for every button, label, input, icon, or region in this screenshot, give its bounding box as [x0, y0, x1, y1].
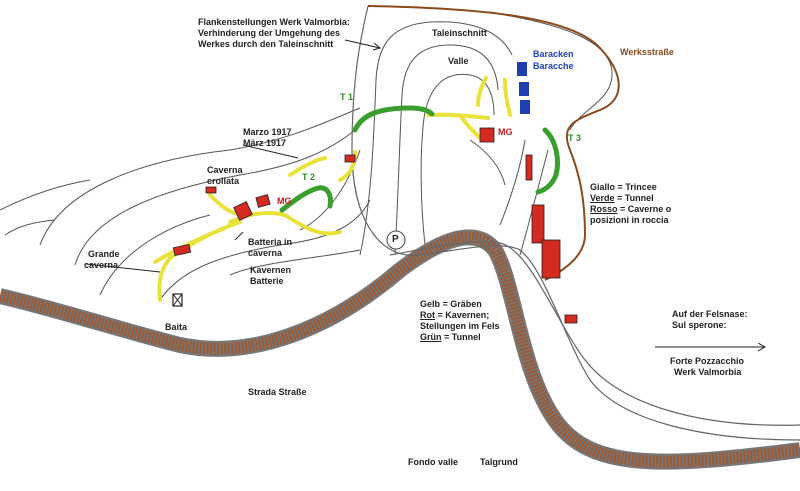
label-batteria-2: caverna — [248, 248, 283, 258]
legend-it-rosso: Rosso = Caverne o — [590, 204, 672, 214]
contour-line — [159, 199, 371, 301]
werksstrasse-road — [367, 5, 620, 281]
tunnel-t1 — [352, 105, 435, 133]
label-t3: T 3 — [568, 133, 582, 143]
title-line-1: Flankenstellungen Werk Valmorbia: — [198, 17, 350, 27]
label-werksstrasse: Werksstraße — [620, 47, 674, 57]
barracks — [519, 82, 529, 96]
contour-line — [99, 214, 211, 296]
spur-line-4: Werk Valmorbia — [674, 367, 742, 377]
contour-line — [519, 149, 549, 256]
tunnel-t3 — [535, 127, 561, 195]
trench — [153, 226, 227, 264]
label-strada: Strada Straße — [248, 387, 307, 397]
label-talgrund: Talgrund — [480, 457, 518, 467]
legend-de-gelb: Gelb = Gräben — [420, 299, 482, 309]
label-grande-caverna-1: Grande — [88, 249, 120, 259]
main-road — [0, 231, 800, 468]
cavern — [255, 194, 271, 208]
marzo-leader — [242, 144, 299, 159]
grande-leader — [85, 263, 161, 273]
label-kavernen-2: Batterie — [250, 276, 284, 286]
label-caverna-crollata-1: Caverna — [207, 165, 243, 175]
legend-de-rot: Rot = Kavernen; — [420, 310, 490, 320]
barracks — [520, 100, 530, 114]
contour-line — [39, 107, 361, 246]
cavern — [205, 186, 217, 194]
title-arrow — [344, 39, 381, 49]
contour-line — [359, 21, 513, 256]
cavern — [233, 201, 253, 221]
label-fondo-valle: Fondo valle — [408, 457, 459, 467]
trench — [208, 193, 240, 216]
cavern — [479, 127, 495, 143]
batteria-leader — [234, 231, 244, 241]
title-line-2: Verhinderung der Umgehung des — [198, 28, 341, 38]
label-baita: Baita — [165, 322, 188, 332]
contour-line — [420, 73, 495, 246]
label-grande-caverna-2: caverna — [84, 260, 119, 270]
label-mg-left: MG — [277, 196, 292, 206]
contour-line — [299, 149, 361, 231]
spur-line-2: Sul sperone: — [672, 320, 727, 330]
spur-line-3: Forte Pozzacchio — [670, 356, 745, 366]
label-marzo: Marzo 1917 — [243, 127, 292, 137]
legend-de-rot-2: Stellungen im Fels — [420, 321, 500, 331]
label-baracken: Baracken — [533, 49, 574, 59]
trench — [157, 220, 242, 302]
label-t1: T 1 — [340, 92, 354, 102]
label-kavernen-1: Kavernen — [250, 265, 292, 275]
cavern — [172, 243, 192, 257]
label-mg-right: MG — [498, 127, 513, 137]
cavern — [344, 154, 356, 163]
contour-line — [229, 249, 361, 276]
contour-line — [394, 44, 499, 256]
cavern — [564, 314, 578, 324]
contour-line — [4, 219, 56, 236]
tunnel-t2 — [279, 185, 333, 213]
contour-line — [499, 139, 526, 226]
contour-line — [469, 139, 506, 186]
trench — [426, 112, 490, 120]
label-valle: Valle — [448, 56, 469, 66]
contour-line — [74, 129, 356, 266]
label-maerz: März 1917 — [243, 138, 287, 148]
label-batteria-1: Batteria in — [248, 237, 293, 247]
title-line-3: Werkes durch den Taleinschnitt — [198, 39, 334, 49]
legend-de-gruen: Grün = Tunnel — [420, 332, 481, 342]
legend-it-verde: Verde = Tunnel — [590, 193, 654, 203]
legend-it-giallo: Giallo = Trincee — [590, 182, 657, 192]
cavern — [525, 154, 533, 181]
barracks — [517, 62, 527, 76]
trench — [476, 76, 488, 107]
cavern — [531, 204, 545, 244]
trench — [503, 78, 512, 117]
label-caverna-crollata-2: crollata — [207, 176, 240, 186]
parking-symbol — [386, 230, 406, 250]
contour-line — [504, 14, 613, 131]
cavern — [541, 239, 561, 279]
label-taleinschnitt: Taleinschnitt — [432, 28, 487, 38]
contour-line — [0, 179, 91, 211]
legend-it-rosso-2: posizioni in roccia — [590, 215, 669, 225]
label-baracche: Baracche — [533, 61, 574, 71]
label-parking: P — [392, 234, 399, 245]
trench — [288, 156, 327, 177]
label-t2: T 2 — [302, 172, 316, 182]
trench — [460, 116, 482, 140]
access-road — [351, 5, 800, 441]
spur-line-1: Auf der Felsnase: — [672, 309, 748, 319]
